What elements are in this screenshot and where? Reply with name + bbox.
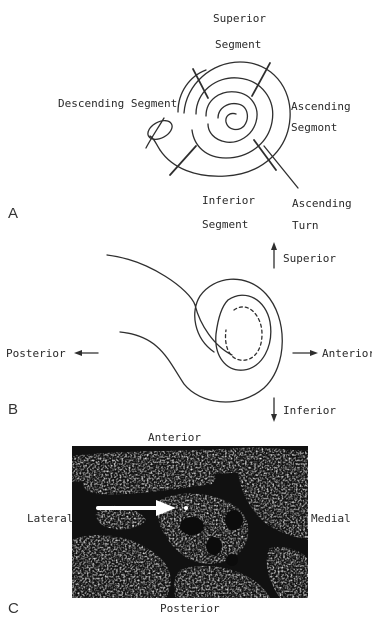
medial-view-label: Medial [311, 512, 351, 525]
cochlea-outline-drawing [107, 255, 282, 402]
cochlea-spiral-drawing [145, 62, 298, 188]
anterior-direction-label: Anterior [322, 347, 372, 360]
posterior-view-label: Posterior [160, 602, 220, 615]
ascending-turn-label-2: Turn [292, 219, 319, 232]
superior-segment-label-1: Superior [213, 12, 266, 25]
panel-b: Superior Inferior Posterior Anterior B [6, 242, 372, 422]
inferior-segment-label-1: Inferior [202, 194, 255, 207]
panel-c-letter: C [8, 600, 19, 617]
ascending-turn-label-1: Ascending [292, 197, 352, 210]
inferior-arrow [271, 398, 277, 422]
lateral-view-label: Lateral [27, 512, 73, 525]
posterior-direction-label: Posterior [6, 347, 66, 360]
ascending-segment-label-1: Ascending [291, 100, 351, 113]
descending-segment-label: Descending Segment [58, 97, 177, 110]
superior-direction-label: Superior [283, 252, 336, 265]
panel-a: Superior Segment Descending Segment Asce… [8, 12, 352, 232]
ct-scan-image [72, 446, 308, 598]
posterior-arrow [74, 350, 98, 356]
superior-arrow [271, 242, 277, 268]
panel-c: Anterior Posterior Lateral Medial C [8, 431, 351, 617]
inferior-segment-label-2: Segment [202, 218, 248, 231]
inferior-direction-label: Inferior [283, 404, 336, 417]
superior-segment-label-2: Segment [215, 38, 261, 51]
panel-a-letter: A [8, 205, 18, 222]
ascending-segment-label-2: Segmont [291, 121, 337, 134]
anterior-view-label: Anterior [148, 431, 201, 444]
panel-b-letter: B [8, 401, 18, 418]
anterior-arrow [293, 350, 318, 356]
